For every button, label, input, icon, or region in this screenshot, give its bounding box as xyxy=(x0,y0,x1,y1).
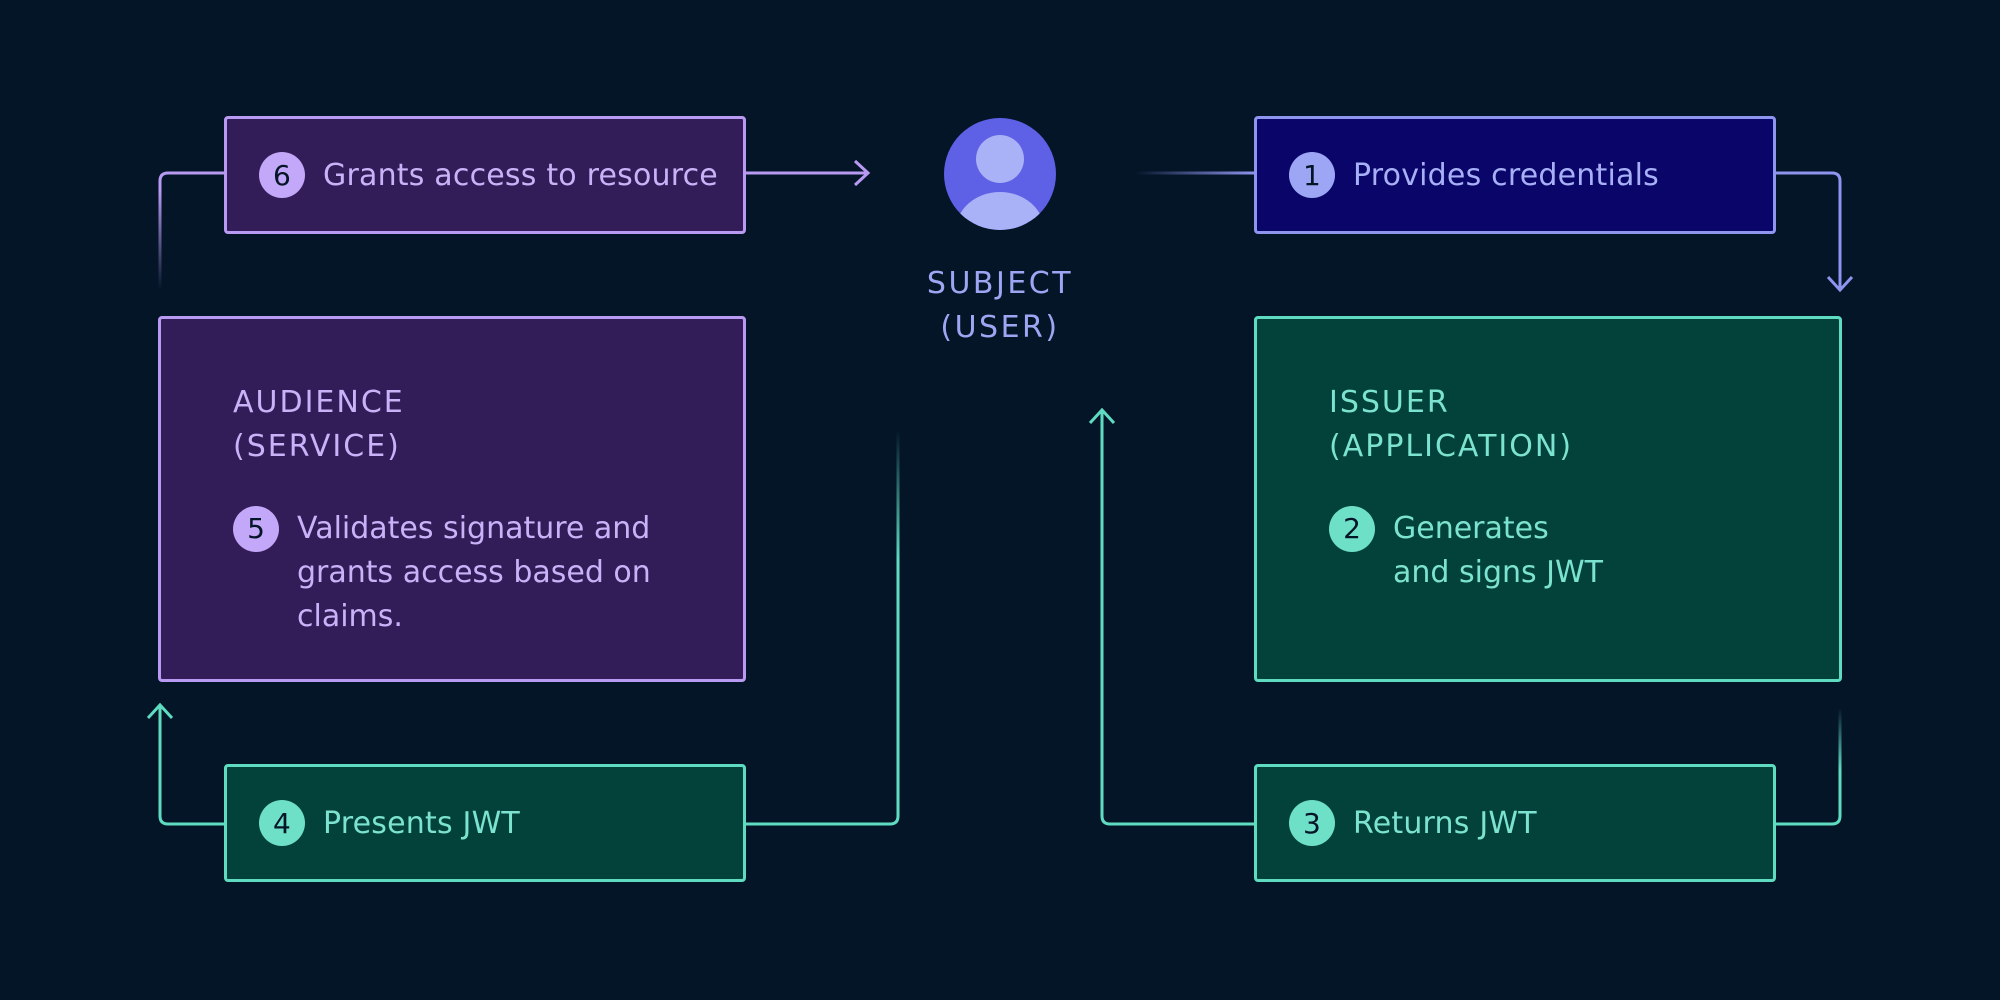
audience-service-box: AUDIENCE (SERVICE) 5 Validates signature… xyxy=(158,316,746,682)
connector-return-to-subject xyxy=(1100,410,1256,826)
connector-subject-to-present xyxy=(744,430,900,826)
subject-label: SUBJECT (USER) xyxy=(926,266,1074,345)
issuer-step-text: Generates and signs JWT xyxy=(1393,511,1603,590)
audience-step: 5 Validates signature and grants access … xyxy=(233,506,651,639)
user-icon xyxy=(944,118,1056,230)
arrowhead-to-subject xyxy=(1088,407,1116,425)
step-label: Returns JWT xyxy=(1353,805,1537,841)
step-label: Provides credentials xyxy=(1353,157,1659,193)
step-number-badge: 5 xyxy=(233,506,279,552)
connector-present-to-audience xyxy=(158,705,226,826)
connector-issuer-to-return xyxy=(1774,708,1842,826)
arrowhead-to-issuer xyxy=(1826,275,1854,293)
step-label: Grants access to resource xyxy=(323,157,718,193)
issuer-title: ISSUER (APPLICATION) xyxy=(1329,385,1574,464)
step-number-badge: 1 xyxy=(1289,152,1335,198)
audience-step-text: Validates signature and grants access ba… xyxy=(297,511,651,634)
arrowhead-to-audience xyxy=(146,702,174,720)
step-provides-credentials: 1 Provides credentials xyxy=(1254,116,1776,234)
issuer-application-box: ISSUER (APPLICATION) 2 Generates and sig… xyxy=(1254,316,1842,682)
step-label: Presents JWT xyxy=(323,805,520,841)
connector-credentials-out xyxy=(1774,171,1842,290)
step-presents-jwt: 4 Presents JWT xyxy=(224,764,746,882)
arrowhead-grant xyxy=(853,159,871,187)
step-returns-jwt: 3 Returns JWT xyxy=(1254,764,1776,882)
step-number-badge: 4 xyxy=(259,800,305,846)
step-grants-access: 6 Grants access to resource xyxy=(224,116,746,234)
issuer-step: 2 Generates and signs JWT xyxy=(1329,506,1603,595)
audience-title: AUDIENCE (SERVICE) xyxy=(233,385,405,464)
step-number-badge: 2 xyxy=(1329,506,1375,552)
step-number-badge: 6 xyxy=(259,152,305,198)
connector-audience-to-grant xyxy=(158,171,226,290)
step-number-badge: 3 xyxy=(1289,800,1335,846)
